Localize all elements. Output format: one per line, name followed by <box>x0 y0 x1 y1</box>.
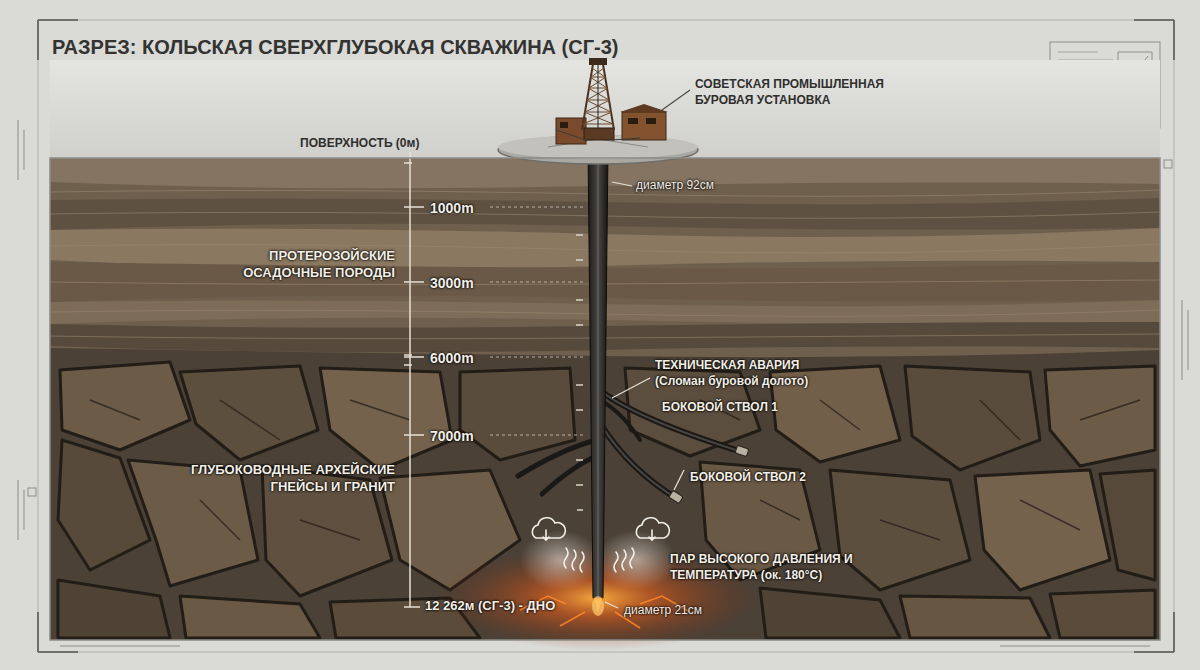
frame-decor <box>38 20 1174 652</box>
layer-label: ГЛУБОКОВОДНЫЕ АРХЕЙСКИЕ ГНЕЙСЫ И ГРАНИТ <box>145 462 395 496</box>
depth-bracket <box>404 152 424 607</box>
leader-line <box>674 470 684 490</box>
sidetrack-cap <box>735 445 749 456</box>
steam-icon <box>543 530 549 540</box>
decor-shape <box>830 470 970 590</box>
accident-label: ТЕХНИЧЕСКАЯ АВАРИЯ (Сломан буровой долот… <box>655 358 840 389</box>
diagram-title: РАЗРЕЗ: КОЛЬСКАЯ СВЕРХГЛУБОКАЯ СКВАЖИНА … <box>52 34 618 60</box>
decor-shape <box>905 366 1040 470</box>
depth-label: 3000m <box>430 274 474 292</box>
decor-shape <box>58 580 170 638</box>
sidetrack <box>542 456 596 494</box>
depth-bracket <box>404 207 424 607</box>
borehole <box>592 596 604 616</box>
depth-guide <box>490 207 584 435</box>
decor-shape <box>1100 470 1155 580</box>
decor-shape <box>460 368 575 460</box>
decor-shape <box>582 64 614 130</box>
decor-shape <box>320 368 452 470</box>
sky <box>50 60 1160 160</box>
depth-ticks <box>576 235 583 510</box>
decor-shape <box>1050 590 1155 638</box>
sidetrack <box>518 440 596 476</box>
leader-line <box>605 182 684 608</box>
sidetrack-cap <box>669 490 683 503</box>
steam-cloud <box>596 530 676 590</box>
steam-icon <box>532 518 669 572</box>
decor-shape <box>60 362 190 450</box>
frame-decor <box>38 20 1174 652</box>
surface-label: ПОВЕРХНОСТЬ (0м) <box>300 136 419 152</box>
steam-icon <box>614 548 634 572</box>
steam-icon <box>564 548 584 572</box>
borehole <box>588 150 608 598</box>
frame-decor <box>1164 160 1172 168</box>
depth-label: 7000m <box>430 427 474 445</box>
depth-ticks <box>576 235 583 510</box>
drilling-rig <box>556 130 640 140</box>
layer-label: ПРОТЕРОЗОЙСКИЕ ОСАДОЧНЫЕ ПОРОДЫ <box>230 248 395 282</box>
depth-bracket <box>404 163 412 365</box>
panel-border <box>50 158 1160 640</box>
decor-shape <box>760 588 900 638</box>
drilling-rig <box>598 65 599 128</box>
diameter-label: диаметр 92см <box>636 178 714 194</box>
leader-line <box>612 182 632 186</box>
leader-line <box>612 378 650 398</box>
drilling-rig <box>622 112 666 140</box>
steam-icon <box>532 518 565 538</box>
depth-bracket <box>409 152 411 607</box>
diameter-label: диаметр 21см <box>624 603 702 619</box>
drilling-rig <box>584 128 614 140</box>
drilling-rig <box>646 118 656 124</box>
borehole <box>588 150 608 616</box>
drilling-rig <box>560 122 568 128</box>
steam-cloud <box>520 530 600 590</box>
depth-label: 6000m <box>430 349 474 367</box>
steam-icon <box>636 518 669 538</box>
frame-decor <box>18 20 1188 652</box>
decor-shape <box>90 400 1140 440</box>
decor-shape <box>1045 366 1155 466</box>
steam-label: ПАР ВЫСОКОГО ДАВЛЕНИЯ И ТЕМПЕРАТУРА (ок.… <box>670 552 875 583</box>
sidetrack-label: БОКОВОЙ СТВОЛ 2 <box>690 470 806 486</box>
decor-shape <box>975 470 1110 590</box>
sidetrack-label: БОКОВОЙ СТВОЛ 1 <box>662 400 778 416</box>
bottom-depth-label: 12 262м (СГ-3) - ДНО <box>425 598 555 615</box>
leader-line <box>605 602 618 608</box>
decor-shape <box>180 366 318 460</box>
rig-label: СОВЕТСКАЯ ПРОМЫШЛЕННАЯ БУРОВАЯ УСТАНОВКА <box>695 77 910 108</box>
depth-label: 1000m <box>430 199 474 217</box>
drilling-rig <box>620 104 668 112</box>
frame-decor <box>28 488 36 496</box>
decor-shape <box>900 596 1050 638</box>
decor-shape <box>180 596 320 638</box>
drilling-rig <box>589 58 607 65</box>
depth-guide <box>490 207 584 435</box>
decor-shape <box>128 460 258 586</box>
sidetrack <box>600 400 640 440</box>
leader-line <box>662 90 690 110</box>
drilling-rig <box>628 118 638 124</box>
steam-icon <box>649 530 655 540</box>
drilling-rig <box>498 58 698 164</box>
borehole <box>598 152 599 596</box>
